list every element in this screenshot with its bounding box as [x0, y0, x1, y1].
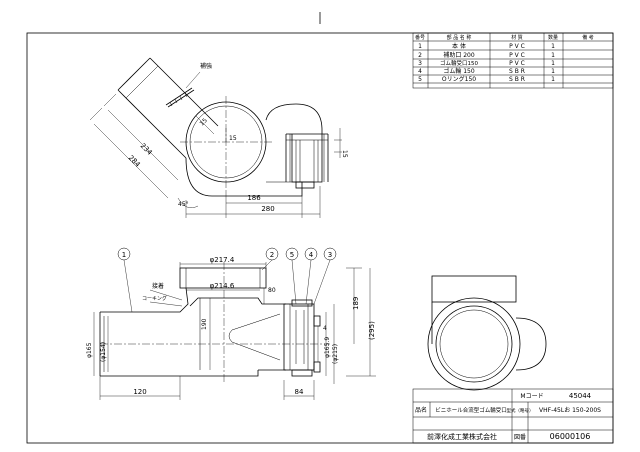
svg-text:3: 3: [328, 251, 332, 259]
svg-text:4: 4: [309, 251, 314, 259]
model-label: 型式（略号）: [507, 407, 534, 414]
dim-15c: 15: [341, 150, 348, 158]
dim-190: 190: [201, 318, 208, 330]
svg-text:ゴム輪 150: ゴム輪 150: [443, 67, 475, 75]
product-name-label: 品名: [415, 406, 427, 414]
svg-text:1: 1: [551, 52, 555, 59]
reinforcement-hatch: [165, 87, 195, 108]
col-header-name: 部 品 名 称: [447, 34, 472, 41]
table-row: 3 ゴム輪受口150 P V C 1: [418, 59, 555, 67]
svg-text:本 体: 本 体: [452, 42, 466, 50]
svg-text:1: 1: [551, 43, 555, 50]
drawing-border: [26, 32, 614, 444]
dim-186: 186: [247, 194, 261, 202]
dim-154: (φ154): [100, 342, 107, 362]
balloon-3: 3: [313, 247, 337, 305]
dim-165: φ165: [86, 342, 93, 358]
dim-234: 234: [139, 142, 154, 157]
svg-text:5: 5: [290, 251, 294, 259]
table-row: 1 本 体 P V C 1: [418, 42, 555, 50]
col-header-note: 備 考: [582, 34, 594, 41]
dim-45deg: 45°: [178, 201, 189, 208]
dim-4: 4: [323, 325, 327, 332]
parts-table: 番号 部 品 名 称 材 質 数量 備 考 1 本 体 P V C 1 2 補助…: [412, 32, 614, 89]
dim-189: 189: [352, 297, 360, 310]
balloon-1: 1: [117, 247, 133, 313]
table-row: 4 ゴム輪 150 S B R 1: [418, 67, 555, 75]
dim-214-6: φ214.6: [210, 282, 235, 290]
dim-120: 120: [133, 388, 146, 396]
product-name: ビニホール合流型ゴム輪受口: [435, 406, 507, 414]
svg-text:ゴム輪受口150: ゴム輪受口150: [440, 59, 478, 67]
plan-view: 補強 15 15 15 234: [89, 57, 348, 218]
svg-text:2: 2: [418, 52, 422, 59]
label-reinforcement: 補強: [200, 62, 212, 70]
balloon-5: 5: [285, 247, 299, 305]
svg-text:P V C: P V C: [509, 60, 525, 67]
balloon-2: 2: [261, 247, 279, 271]
balloon-4: 4: [304, 247, 318, 305]
col-header-no: 番号: [415, 34, 425, 41]
svg-text:S B R: S B R: [509, 68, 525, 75]
company-name: 前澤化成工業株式会社: [427, 432, 497, 441]
mcode-value: 45044: [569, 392, 592, 400]
model-value: VHF-45Lお 150-200S: [539, 407, 601, 414]
svg-text:1: 1: [122, 251, 126, 259]
drawing-no-value: 06000106: [550, 432, 591, 441]
svg-text:1: 1: [551, 60, 555, 67]
svg-text:P V C: P V C: [509, 43, 525, 50]
dim-295: (295): [368, 321, 376, 340]
svg-text:1: 1: [418, 43, 422, 50]
title-block: Mコード 45044 品名 ビニホール合流型ゴム輪受口 型式（略号） VHF-4…: [412, 388, 614, 444]
svg-text:2: 2: [270, 251, 274, 259]
svg-text:S B R: S B R: [509, 76, 525, 83]
dim-15b: 15: [229, 135, 237, 142]
side-view: [427, 275, 547, 391]
drawing-no-label: 図番: [514, 434, 526, 441]
svg-text:1: 1: [551, 76, 555, 83]
dim-15a: 15: [198, 117, 208, 127]
dim-165-9: φ165.9: [324, 337, 331, 358]
svg-text:4: 4: [418, 68, 422, 75]
col-header-qty: 数量: [548, 34, 558, 41]
dim-215: (φ215): [332, 344, 339, 364]
svg-text:1: 1: [551, 68, 555, 75]
dim-80: 80: [268, 287, 276, 294]
col-header-material: 材 質: [511, 34, 523, 41]
mcode-label: Mコード: [520, 393, 543, 400]
dim-84: 84: [295, 388, 304, 396]
svg-text:P V C: P V C: [509, 52, 525, 59]
label-bond: 接着: [152, 282, 164, 290]
svg-text:補助口 200: 補助口 200: [443, 51, 475, 59]
dim-284: 284: [127, 154, 142, 169]
dim-217-4: φ217.4: [210, 256, 235, 264]
section-view: 接着 コーキング φ217.4 φ214.6 80 190 φ165 (φ154…: [86, 247, 376, 400]
svg-text:5: 5: [418, 76, 422, 83]
svg-text:3: 3: [418, 60, 422, 67]
svg-text:Oリング150: Oリング150: [442, 75, 476, 83]
table-row: 5 Oリング150 S B R 1: [418, 75, 555, 83]
table-row: 2 補助口 200 P V C 1: [418, 51, 555, 59]
dim-280: 280: [261, 205, 274, 213]
label-caulk: コーキング: [142, 295, 167, 302]
